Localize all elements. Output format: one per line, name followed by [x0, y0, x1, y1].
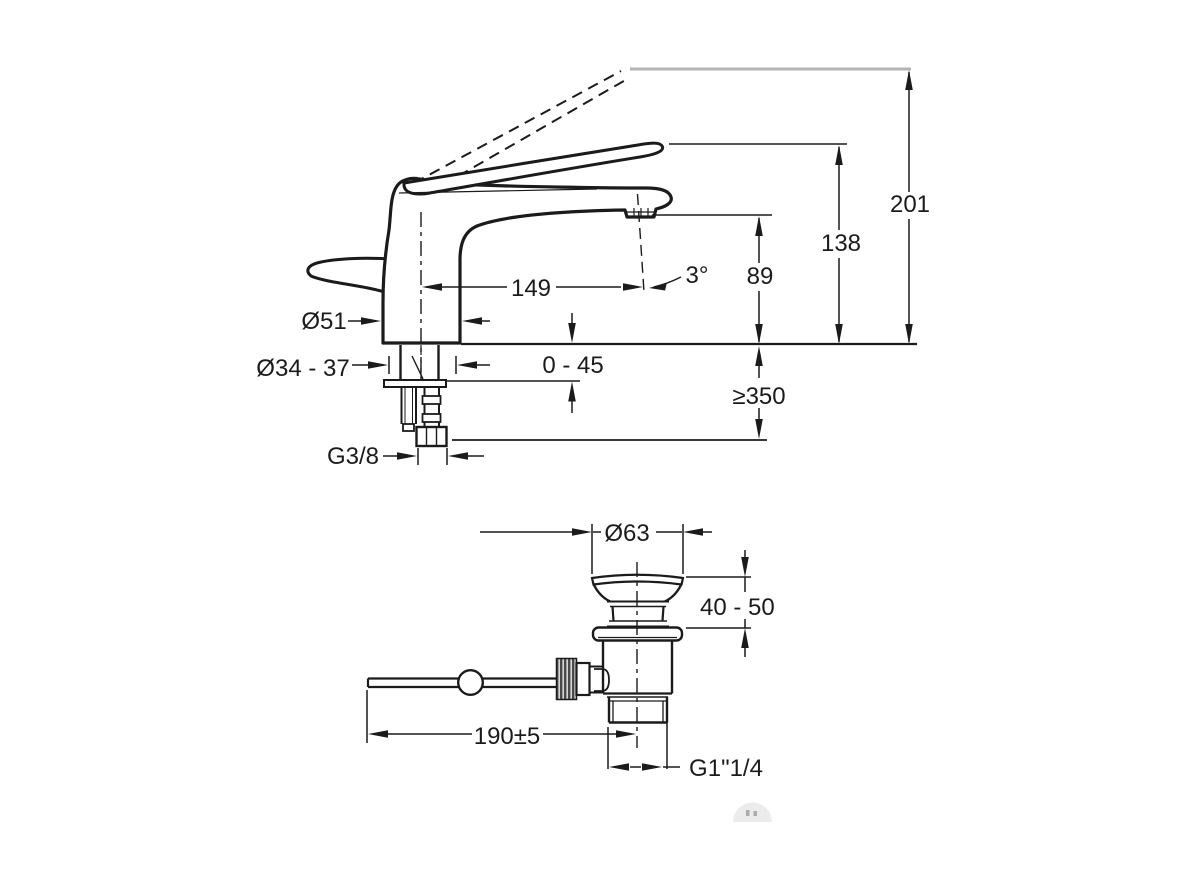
coupling-collar — [575, 661, 591, 697]
supply-hose — [415, 387, 448, 448]
fixing-rod — [400, 387, 417, 432]
dim-base-diameter: Ø51 — [301, 308, 346, 335]
dim-rod-length: 190±5 — [474, 723, 541, 750]
dim-total-height: 201 — [890, 191, 930, 218]
dim-spout-height: 89 — [747, 263, 774, 290]
faucet-body-outline — [381, 176, 673, 345]
labels-lower: Ø63 40 - 50 190±5 G1"1/4 — [474, 520, 775, 782]
handle-body-seam-line — [398, 188, 598, 194]
arrowheads-lower — [368, 528, 749, 771]
dim-mounting-hole: Ø34 - 37 — [256, 355, 349, 382]
drain-assembly-view — [366, 524, 751, 771]
side-port — [589, 665, 610, 694]
dim-supply-thread: G3/8 — [327, 443, 379, 470]
aerator-detail — [627, 208, 654, 217]
hose-hex-nut — [415, 425, 448, 448]
knurled-nut — [555, 657, 578, 701]
dimension-lines-lower — [366, 524, 751, 769]
rod-ball-joint — [457, 669, 485, 697]
dim-spout-angle: 3° — [686, 262, 709, 289]
labels-upper: 201 138 89 149 3° Ø51 Ø34 - 37 0 - 45 ≥3… — [256, 191, 930, 470]
dim-hose-min-length: ≥350 — [732, 383, 785, 410]
dim-spout-reach: 149 — [511, 275, 551, 302]
drain-top-rim — [590, 573, 685, 586]
faucet-handle-lever — [402, 141, 665, 196]
watermark — [733, 802, 772, 822]
faucet-side-view — [306, 67, 917, 465]
mounting-washer — [383, 379, 447, 388]
mounting-shank — [399, 345, 440, 380]
dim-drain-thread: G1"1/4 — [689, 755, 763, 782]
dim-install-depth: 40 - 50 — [700, 594, 775, 621]
drain-pull-lever — [306, 256, 392, 296]
dim-flange-diameter: Ø63 — [604, 520, 649, 547]
dim-deck-thickness: 0 - 45 — [542, 352, 603, 379]
arrowheads-upper — [361, 70, 913, 460]
dim-handle-height: 138 — [821, 230, 861, 257]
